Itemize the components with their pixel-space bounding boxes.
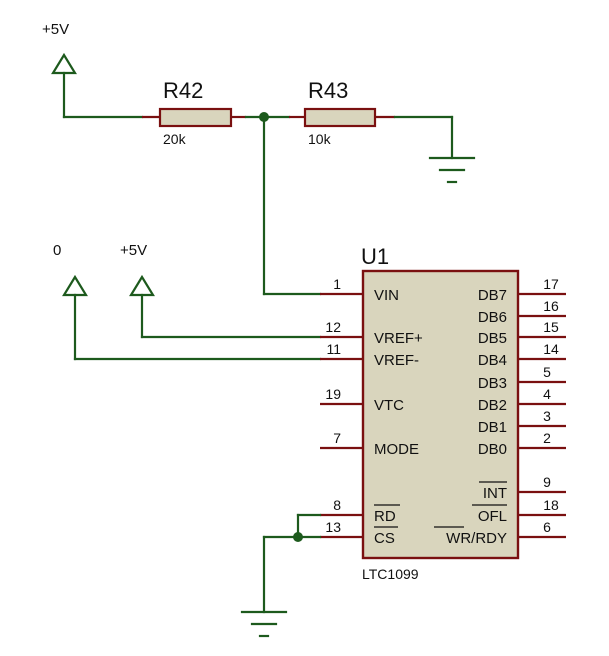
resistor-r42 — [142, 107, 246, 128]
pin-name-mode: MODE — [374, 441, 419, 458]
pin-number-9: 9 — [543, 474, 551, 490]
pin-name-vtc: VTC — [374, 397, 404, 414]
pin-name-db1: DB1 — [478, 419, 507, 436]
pin-name-vin: VIN — [374, 287, 399, 304]
chip-left-pin-names: VIN VREF+ VREF- VTC MODE RD CS — [374, 287, 423, 547]
ground-symbol-top — [428, 156, 476, 184]
resistor-r43 — [289, 107, 395, 128]
pin-number-17: 17 — [543, 276, 559, 292]
chip-u1-body — [361, 269, 520, 560]
chip-right-pins — [518, 292, 566, 539]
pin-number-2: 2 — [543, 430, 551, 446]
pin-name-db6: DB6 — [478, 309, 507, 326]
pin-number-6: 6 — [543, 519, 551, 535]
pin-name-ofl: OFL — [478, 508, 507, 525]
pin-name-wr-rdy: WR/RDY — [446, 530, 507, 547]
pin-name-cs: CS — [374, 530, 395, 547]
resistor-r42-ref: R42 — [163, 78, 203, 103]
junction-dot-rd-cs — [293, 532, 303, 542]
pin-name-rd: RD — [374, 508, 396, 525]
pin-number-19: 19 — [325, 386, 341, 402]
chip-u1-part: LTC1099 — [362, 566, 419, 582]
pin-name-db5: DB5 — [478, 330, 507, 347]
pin-number-16: 16 — [543, 298, 559, 314]
pin-number-15: 15 — [543, 319, 559, 335]
pin-number-11: 11 — [326, 341, 341, 357]
resistor-r43-ref: R43 — [308, 78, 348, 103]
pin-number-14: 14 — [543, 341, 559, 357]
power-label-top: +5V — [42, 21, 69, 38]
power-label-vref-minus: 0 — [53, 242, 61, 259]
wire-rd-cs-tie — [262, 513, 322, 614]
pin-number-12: 12 — [325, 319, 341, 335]
resistor-r42-value: 20k — [163, 131, 187, 147]
pin-number-18: 18 — [543, 497, 559, 513]
pin-number-7: 7 — [333, 430, 341, 446]
power-label-vref-plus: +5V — [120, 242, 147, 259]
chip-left-pin-numbers: 1 12 11 19 7 8 13 — [325, 276, 341, 535]
pin-name-vref-plus: VREF+ — [374, 330, 423, 347]
pin-name-db4: DB4 — [478, 352, 507, 369]
pin-number-8: 8 — [333, 497, 341, 513]
pin-name-db7: DB7 — [478, 287, 507, 304]
pin-name-db2: DB2 — [478, 397, 507, 414]
chip-left-pins — [320, 292, 363, 539]
pin-name-db3: DB3 — [478, 375, 507, 392]
ground-symbol-bottom — [240, 610, 288, 638]
pin-name-vref-minus: VREF- — [374, 352, 419, 369]
pin-number-13: 13 — [325, 519, 341, 535]
pin-number-1: 1 — [333, 276, 341, 292]
power-rail-vref-plus — [129, 274, 322, 339]
chip-u1-ref: U1 — [361, 244, 389, 269]
resistor-r43-value: 10k — [308, 131, 332, 147]
power-rail-vref-minus — [62, 274, 322, 361]
pin-number-3: 3 — [543, 408, 551, 424]
chip-right-pin-names: DB7 DB6 DB5 DB4 DB3 DB2 DB1 DB0 INT OFL … — [434, 287, 507, 547]
pin-number-4: 4 — [543, 386, 551, 402]
chip-right-pin-numbers: 17 16 15 14 5 4 3 2 9 18 6 — [543, 276, 559, 535]
pin-number-5: 5 — [543, 364, 551, 380]
power-rail-top — [51, 52, 77, 119]
pin-name-db0: DB0 — [478, 441, 507, 458]
pin-name-int: INT — [483, 485, 507, 502]
